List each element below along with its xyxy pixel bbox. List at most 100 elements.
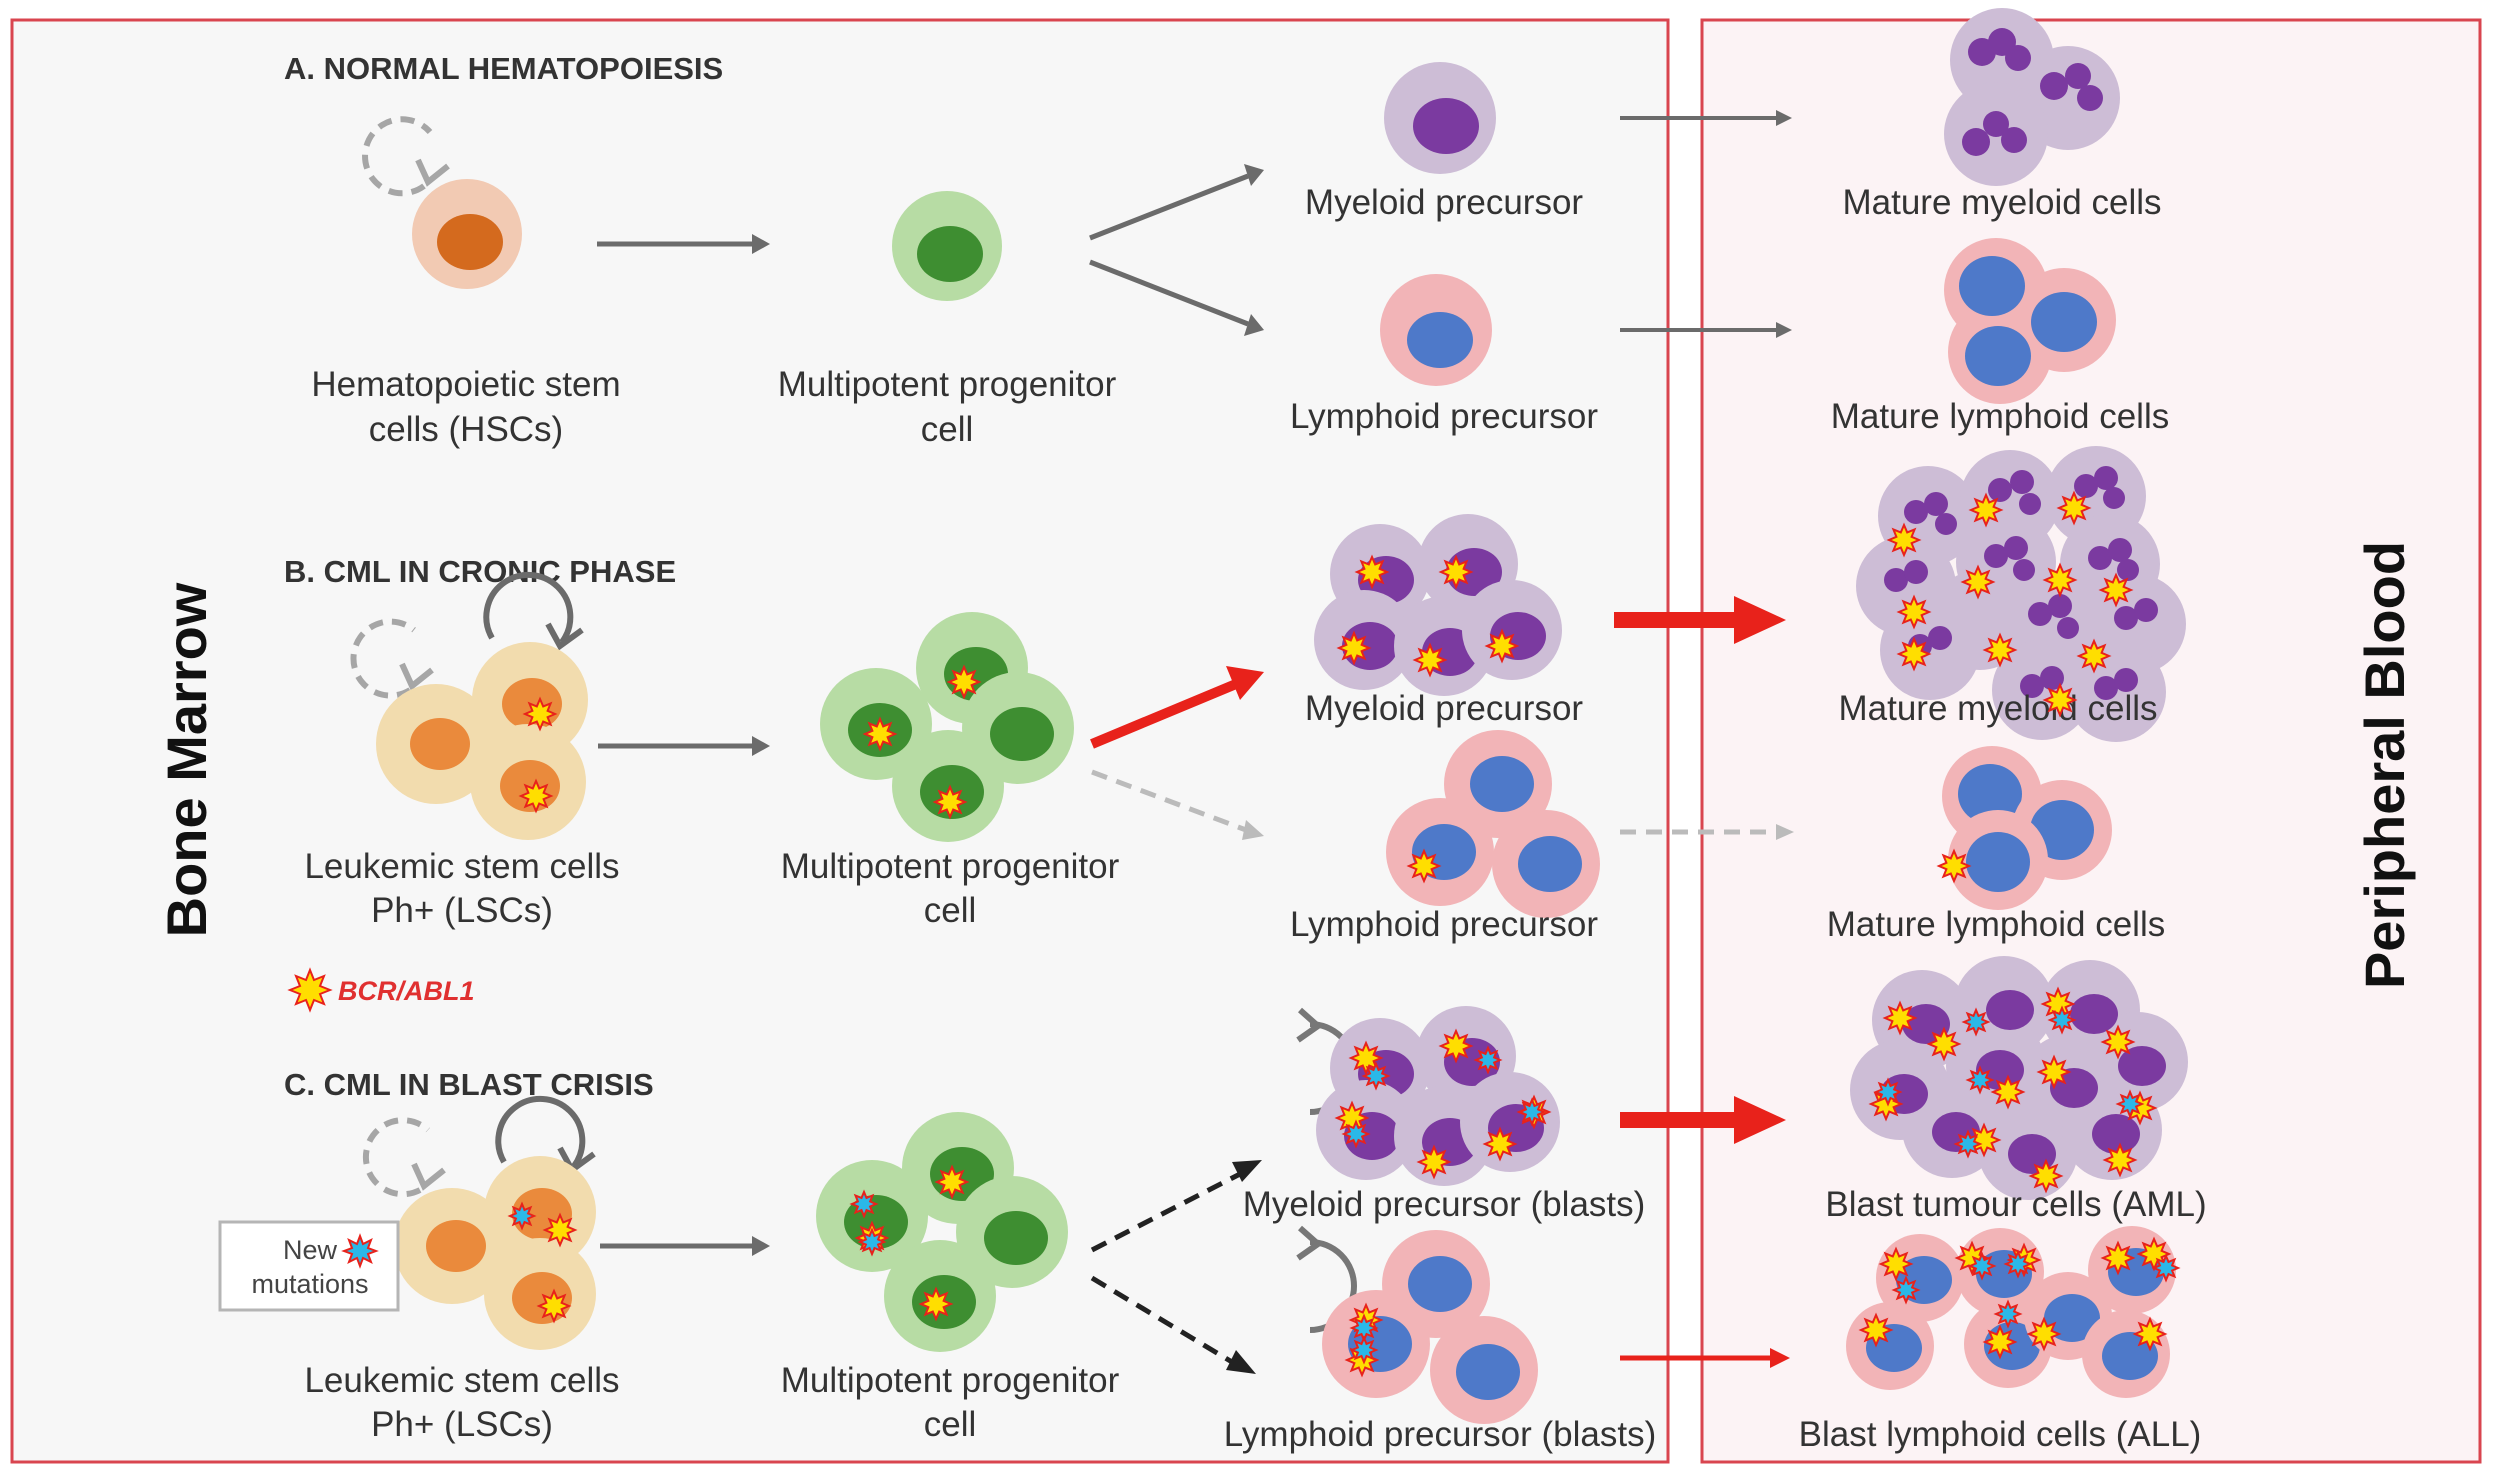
myeloid-precursor-label-b: Myeloid precursor: [1305, 689, 1583, 728]
bcr-abl1-marker: [2098, 572, 2134, 608]
arrow-mpp-to-myeloid-red-b: [1090, 666, 1264, 749]
new-mutations-label-line1: New: [283, 1235, 338, 1265]
arrow-mpp-to-lymphoid-dashed-b: [1091, 769, 1264, 840]
bcr-abl1-marker: [1960, 564, 1996, 600]
bcr-abl1-marker: [2036, 1054, 2072, 1090]
bcr-abl1-marker: [1412, 642, 1448, 678]
bcr-abl1-marker: [1484, 628, 1520, 664]
bcr-abl1-marker: [1438, 554, 1474, 590]
section-c-title: C. CML IN BLAST CRISIS: [284, 1067, 654, 1102]
bcr-abl1-marker: [2026, 1316, 2062, 1352]
bcr-abl1-marker: [934, 1164, 970, 1200]
myeloid-blast-cells-c: [1316, 1006, 1560, 1186]
bcr-abl1-marker: [542, 1212, 578, 1248]
lymphoid-blast-cells-c: [1322, 1230, 1538, 1424]
bcr-abl1-marker: [2102, 1142, 2138, 1178]
bcr-abl1-marker: [1406, 848, 1442, 884]
mutation-legend-icon: [341, 1233, 379, 1269]
myeloid-precursor-cells-b: [1314, 514, 1562, 696]
hsc-cell: [412, 179, 522, 289]
lymphoid-precursor-cells-b: [1386, 730, 1600, 918]
bcr-abl1-marker: [1438, 1028, 1474, 1064]
new-mutation-marker: [1873, 1077, 1903, 1107]
mpp-label-line2: cell: [921, 410, 974, 449]
new-mutations-box: New mutations: [218, 1220, 400, 1312]
self-renewal-arrowhead: [415, 158, 450, 187]
peripheral-blood-label: Peripheral Blood: [2353, 541, 2416, 989]
mature-myeloid-label-b: Mature myeloid cells: [1839, 689, 2158, 728]
myeloid-blasts-label-c: Myeloid precursor (blasts): [1243, 1185, 1646, 1224]
mpp-label-line1: Multipotent progenitor: [778, 365, 1117, 404]
bcr-abl1-marker: [522, 696, 558, 732]
bcr-abl1-marker: [536, 1288, 572, 1324]
bcr-abl1-marker: [2100, 1024, 2136, 1060]
mature-lymphoid-cells-a: [1944, 238, 2116, 404]
arrow-hsc-to-mpp: [597, 234, 770, 254]
lsc-label-line2-b: Ph+ (LSCs): [371, 891, 553, 930]
bcr-abl1-marker: [1936, 848, 1972, 884]
new-mutation-marker: [1349, 1335, 1379, 1365]
bcr-abl1-marker: [2042, 682, 2078, 718]
self-renewal-arrowhead-b: [399, 662, 434, 691]
mpp-label-line1-b: Multipotent progenitor: [781, 847, 1120, 886]
hsc-label-line1: Hematopoietic stem: [311, 365, 620, 404]
mpp-label-line2-c: cell: [924, 1405, 977, 1444]
new-mutation-marker: [1961, 1007, 1991, 1037]
bcr-abl1-marker: [1896, 636, 1932, 672]
bcr-abl1-marker: [1348, 1040, 1384, 1076]
new-mutation-marker: [1361, 1061, 1391, 1091]
mature-myeloid-label-a: Mature myeloid cells: [1843, 183, 2162, 222]
mature-lymphoid-label-a: Mature lymphoid cells: [1831, 397, 2169, 436]
self-renewal-arrowhead-myeloid-c: [1296, 1007, 1323, 1043]
new-mutation-marker: [1349, 1313, 1379, 1343]
bcr-abl1-marker: [1968, 492, 2004, 528]
self-renewal-dashed-arrow: [362, 116, 433, 197]
lsc-label-line2-c: Ph+ (LSCs): [371, 1405, 553, 1444]
arrow-mpp-to-lymphoid: [1089, 259, 1264, 336]
bcr-abl1-legend-icon: [287, 967, 333, 1013]
bcr-abl1-marker: [1336, 630, 1372, 666]
bcr-abl1-marker: [1416, 1144, 1452, 1180]
self-renewal-arrowhead-lymphoid-c: [1296, 1225, 1323, 1261]
bcr-abl1-marker: [1886, 522, 1922, 558]
bcr-abl1-marker: [2100, 1240, 2136, 1276]
new-mutation-marker: [1967, 1251, 1997, 1281]
self-renewal-arrowhead-c: [411, 1162, 446, 1191]
arrow-lsc-to-mpp-c: [600, 1236, 770, 1256]
self-renewal-solid-arrowhead-b: [545, 622, 584, 651]
bcr-abl1-marker: [1982, 1324, 2018, 1360]
section-b-title: B. CML IN CRONIC PHASE: [284, 554, 676, 589]
blast-all-label: Blast lymphoid cells (ALL): [1799, 1415, 2202, 1454]
mpp-cell: [892, 191, 1002, 301]
arrow-lymphoid-to-blood: [1620, 322, 1792, 338]
lymphoid-blasts-label-c: Lymphoid precursor (blasts): [1224, 1415, 1656, 1454]
myeloid-precursor-label-a: Myeloid precursor: [1305, 183, 1583, 222]
new-mutation-marker: [849, 1189, 879, 1219]
mature-lymphoid-label-b: Mature lymphoid cells: [1827, 905, 2165, 944]
new-mutation-marker: [1891, 1275, 1921, 1305]
arrow-lymphoid-blasts-to-blood-red-c: [1620, 1348, 1790, 1368]
self-renewal-dashed-arrow-b: [350, 618, 416, 699]
arrow-mpp-to-myeloid-dashed-c: [1090, 1160, 1262, 1253]
arrow-lsc-to-mpp-b: [598, 736, 770, 756]
new-mutation-marker: [507, 1201, 537, 1231]
arrow-myeloid-to-blood: [1620, 110, 1792, 126]
peripheral-blood-region: [1700, 18, 2482, 1464]
bcr-abl1-marker: [1482, 1126, 1518, 1162]
arrow-mpp-to-lymphoid-dashed-c: [1090, 1275, 1256, 1374]
arrow-myeloid-blasts-to-blood-red-c: [1620, 1096, 1786, 1144]
bcr-abl1-marker: [1990, 1074, 2026, 1110]
bcr-abl1-marker: [1354, 554, 1390, 590]
lymphoid-precursor-label-a: Lymphoid precursor: [1290, 397, 1598, 436]
arrow-lymphoid-to-blood-dashed-b: [1620, 824, 1794, 840]
self-renewal-solid-arrow-b: [483, 571, 574, 644]
new-mutation-marker: [1341, 1119, 1371, 1149]
bcr-abl1-marker: [518, 778, 554, 814]
bcr-abl1-marker: [2132, 1316, 2168, 1352]
leukemic-stem-cells-b: [376, 642, 588, 840]
lsc-label-line1-c: Leukemic stem cells: [304, 1361, 619, 1400]
self-renewal-solid-arrow-c: [495, 1095, 586, 1168]
lymphoid-precursor-cell: [1380, 274, 1492, 386]
